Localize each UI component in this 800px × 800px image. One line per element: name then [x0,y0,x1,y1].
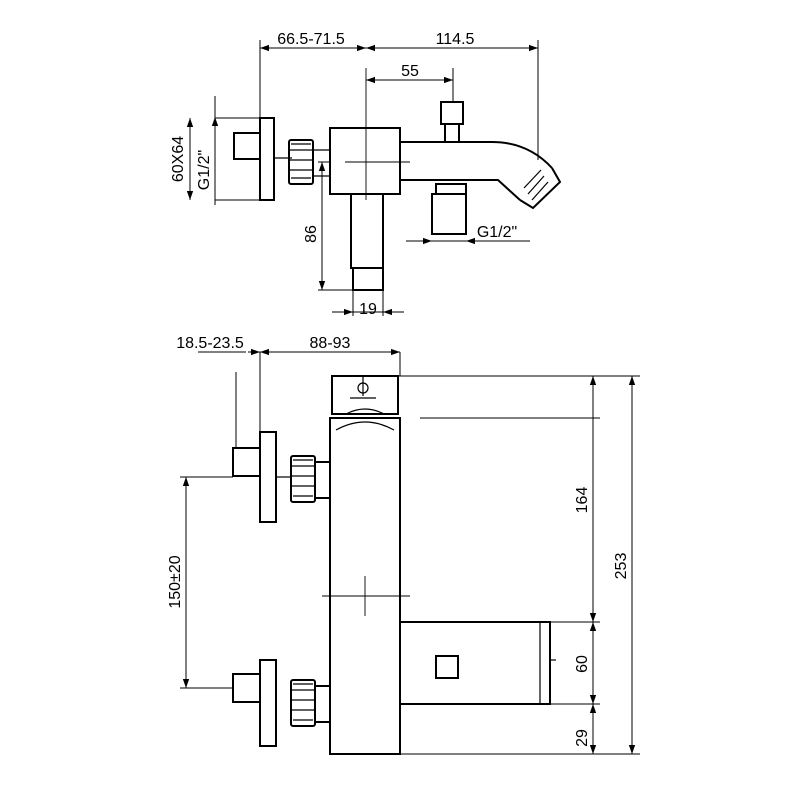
front-lower-union [290,679,330,727]
top-lever-handle [350,193,384,291]
dim-label-total-height: 253 [613,553,630,580]
front-handle-cap [331,375,399,415]
dim-label-inlet-thread: G1/2" [196,150,213,190]
top-eccentric-union [288,139,330,185]
top-view: 66.5-71.5 114.5 55 60X64 G1/2" 86 19 G1/… [170,31,562,318]
front-spout [399,621,556,705]
dim-label-handle-drop: 86 [303,225,320,243]
top-shower-outlet [431,101,467,235]
front-upper-union [276,455,330,503]
dim-label-eccentric: 18.5-23.5 [176,335,244,352]
dim-label-spout-base: 29 [574,729,591,747]
front-upper-escutcheon [232,352,277,523]
top-wall-escutcheon [233,117,292,201]
top-spout [400,141,562,210]
front-mixer-body [322,417,410,755]
dim-label-spout-height: 60 [574,655,591,673]
dim-label-upper-height: 164 [574,487,591,514]
dim-label-handle-width: 19 [359,301,377,318]
top-mixer-body [329,68,410,200]
front-lower-escutcheon [232,659,277,747]
front-extension-lines [180,352,640,755]
dim-label-escutcheon: 60X64 [170,136,187,182]
dim-label-spout-thread: G1/2" [477,224,517,241]
dim-label-wall-distance: 66.5-71.5 [277,31,345,48]
dim-label-spout-reach: 114.5 [436,31,475,48]
dim-label-body-projection: 88-93 [310,335,351,352]
dim-label-inlet-centres: 150±20 [167,555,184,608]
front-view: 18.5-23.5 88-93 150±20 253 164 60 29 [167,335,640,755]
dim-label-outlet-offset: 55 [401,63,419,80]
top-extension-lines [215,40,539,316]
